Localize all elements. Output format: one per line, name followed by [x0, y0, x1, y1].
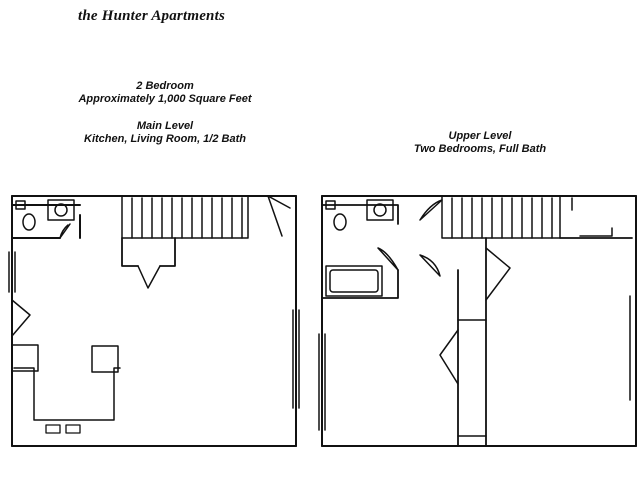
hall-door	[419, 254, 441, 277]
kitchen-counters	[11, 344, 121, 421]
main-right-window	[292, 309, 300, 409]
toilet-upper	[325, 200, 347, 231]
main-entry-door	[267, 195, 291, 237]
upper-right-window	[629, 295, 637, 401]
upper-left-window	[318, 333, 326, 431]
bedroom-1-door	[439, 329, 459, 385]
sink-main	[47, 199, 75, 221]
toilet-main	[15, 200, 36, 231]
main-level-caption: Main Level Kitchen, Living Room, 1/2 Bat…	[60, 120, 270, 146]
half-bath-wall	[11, 204, 81, 239]
main-unit-caption: 2 Bedroom Approximately 1,000 Square Fee…	[60, 80, 270, 106]
bedroom-2-closet	[571, 197, 613, 237]
full-bath-door	[377, 247, 399, 271]
linen-closet	[457, 319, 487, 437]
full-bath-wall	[321, 204, 399, 299]
stove-icon	[45, 424, 81, 434]
main-level-title: Main Level	[136, 120, 194, 132]
upper-level-caption: Upper Level Two Bedrooms, Full Bath	[375, 130, 585, 156]
sink-upper	[366, 199, 394, 221]
page-title: the Hunter Apartments	[78, 8, 226, 24]
hall-closet-door	[419, 199, 443, 221]
main-left-door	[11, 299, 31, 337]
upper-level-plan	[318, 195, 637, 447]
bedroom-2-door	[485, 247, 511, 301]
half-bath-door	[59, 223, 71, 239]
main-left-window	[8, 251, 16, 293]
unit-type-label: 2 Bedroom	[136, 80, 194, 92]
main-closet-door	[137, 265, 161, 289]
main-level-plan	[8, 195, 300, 447]
upper-staircase	[441, 195, 561, 239]
area-label: Approximately 1,000 Square Feet	[78, 93, 252, 105]
upper-level-title: Upper Level	[448, 130, 512, 142]
bathtub	[325, 265, 383, 297]
main-staircase	[121, 195, 249, 239]
main-closet-wall	[121, 237, 176, 267]
main-level-rooms: Kitchen, Living Room, 1/2 Bath	[84, 133, 246, 145]
upper-level-rooms: Two Bedrooms, Full Bath	[413, 143, 547, 155]
